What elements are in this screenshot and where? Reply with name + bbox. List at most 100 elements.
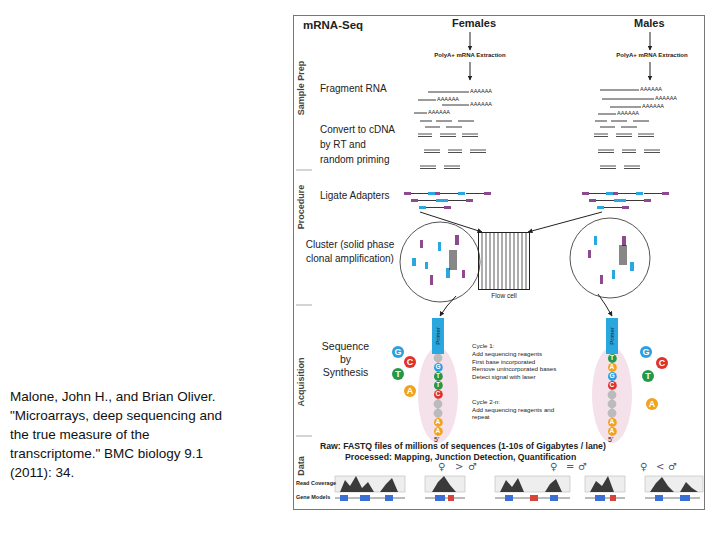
polya-tail: AAAAAA [470, 101, 492, 107]
nucleotide-fill [434, 427, 443, 436]
primer-bar: Primer [432, 318, 444, 354]
citation-caption: Malone, John H., and Brian Oliver. "Micr… [10, 387, 236, 482]
flow-arrow [470, 62, 471, 80]
sex-symbol: ♀ [640, 461, 647, 473]
nucleotide-circle: A [434, 418, 443, 427]
nucleotide-fill [434, 372, 443, 381]
nucleotide-fill [392, 368, 404, 380]
sex-symbol: ♂ [468, 461, 477, 473]
base-letter: C [608, 381, 617, 390]
section-label: Sample Prep [296, 61, 306, 116]
base-letter: T [434, 372, 443, 381]
base-letter: A [434, 427, 443, 436]
gene-model-exon [340, 495, 690, 501]
comparison-sign: > [455, 461, 463, 473]
strand-end: 5' [608, 436, 613, 444]
cycle-note: First base incorporated [472, 358, 535, 365]
section-label: Procedure [296, 185, 306, 230]
empty-nucleotide [608, 409, 617, 418]
cycle-note: Add sequencing reagents [472, 350, 542, 357]
base-letter: G [608, 372, 617, 381]
nucleotide-fill [608, 372, 617, 381]
polya-tail: AAAAAA [655, 95, 677, 101]
nucleotide-fill [404, 385, 416, 397]
polya-tail: AAAAAA [642, 103, 664, 109]
gene-model-exon [448, 495, 616, 501]
nucleotide-fill [434, 363, 443, 372]
nucleotide-circle: A [608, 418, 617, 427]
cycle-note: Cycle 1: [472, 342, 494, 349]
base-letter: A [646, 398, 658, 410]
clonal-bundle [450, 245, 626, 270]
track-panel [335, 476, 703, 492]
polya-tail: AAAAAA [437, 96, 459, 102]
group-heading: Males [634, 17, 665, 30]
nucleotide-fill [656, 357, 668, 369]
base-letter: A [608, 363, 617, 372]
step-label: Ligate Adapters [320, 190, 390, 202]
flow-arrow [598, 294, 612, 316]
track-label: Read Coverage [296, 480, 336, 486]
strand-highlight [418, 347, 458, 443]
comparison-sign: = [566, 461, 574, 473]
nucleotide-circle: A [646, 398, 658, 410]
nucleotide-circle: T [642, 370, 654, 382]
step-note: PolyA+ mRNA Extraction [434, 52, 505, 59]
sex-symbol: ♂ [578, 461, 587, 473]
polya-tail: AAAAAA [640, 86, 662, 92]
sex-symbol: ♀ [550, 461, 557, 473]
data-note: Processed: Mapping, Junction Detection, … [345, 452, 576, 462]
empty-nucleotide [434, 409, 443, 418]
base-letter: C [404, 356, 416, 368]
polya-tail: AAAAAA [617, 110, 639, 116]
cluster-circle [570, 218, 650, 298]
nucleotide-circle: C [608, 381, 617, 390]
flow-arrow [470, 32, 471, 50]
adapter-purple [404, 192, 669, 209]
nucleotide-circle: A [434, 427, 443, 436]
nucleotide-circle: G [640, 346, 652, 358]
nucleotide-circle: A [404, 385, 416, 397]
sex-symbol: ♀ [438, 461, 445, 473]
figure-frame [294, 16, 705, 510]
base-letter: T [642, 370, 654, 382]
nucleotide-fill [434, 390, 443, 399]
flow-cell: Flow cell [478, 232, 530, 290]
section-label: Data [296, 456, 306, 476]
nucleotide-circle: C [404, 356, 416, 368]
cdna-fragments [418, 134, 660, 169]
section-ticks [296, 170, 312, 436]
step-note: PolyA+ mRNA Extraction [616, 52, 687, 59]
cycle-note: Cycle 2-n: [472, 398, 500, 405]
figure-title: mRNA-Seq [303, 19, 363, 31]
base-letter: A [608, 427, 617, 436]
read-coverage [340, 476, 698, 492]
nucleotide-fill [434, 381, 443, 390]
flow-cell-lanes [482, 232, 526, 290]
nucleotide-circle: T [392, 368, 404, 380]
flow-arrow [440, 296, 456, 316]
cycle-note: Remove unincorporated bases [472, 365, 556, 372]
section-label: Acquisition [296, 358, 306, 407]
step-label: Cluster (solid phase clonal amplificatio… [300, 238, 400, 266]
nucleotide-circle: A [608, 427, 617, 436]
base-letter: T [608, 354, 617, 363]
adapter-blue [419, 192, 643, 209]
step-label: Fragment RNA [320, 83, 387, 95]
nucleotide-fill [640, 346, 652, 358]
base-letter: T [392, 368, 404, 380]
base-letter: A [608, 418, 617, 427]
nucleotide-fill [434, 418, 443, 427]
flow-arrow [650, 32, 651, 50]
sex-symbol: ♂ [668, 461, 677, 473]
base-letter: G [392, 346, 404, 358]
base-letter: C [656, 357, 668, 369]
nucleotide-circle: C [656, 357, 668, 369]
polya-tail: AAAAAA [428, 109, 450, 115]
nucleotide-circle: G [392, 346, 404, 358]
base-letter: G [640, 346, 652, 358]
cluster-strands [412, 236, 634, 279]
nucleotide-fill [392, 346, 404, 358]
empty-nucleotide [608, 400, 617, 409]
node-label: Flow cell [491, 292, 516, 299]
